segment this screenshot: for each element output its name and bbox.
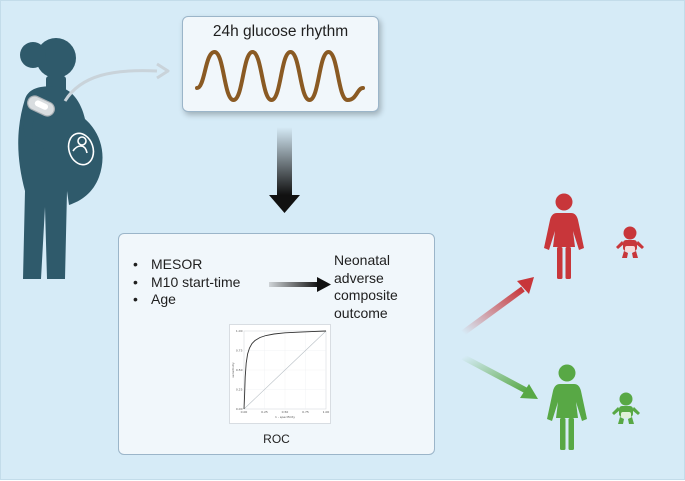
roc-diagonal [243,330,327,410]
predictor-item: Age [133,291,240,309]
y-tick: 0.00 [236,407,243,411]
outcome-line: Neonatal [334,252,391,268]
predictor-item: M10 start-time [133,274,240,292]
glucose-rhythm-box: 24h glucose rhythm [182,16,379,112]
predictor-item: MESOR [133,256,240,274]
predictor-list: MESOR M10 start-time Age [133,256,240,309]
high-risk-arrow [461,286,525,336]
model-box: MESOR M10 start-time Age Neonatal advers… [118,233,435,455]
y-tick: 0.25 [236,388,243,392]
roc-curve [243,330,327,410]
y-axis-label: sensitivity [231,362,235,378]
sensor-to-rhythm-arrow [63,69,158,102]
outcome-line: outcome [334,304,388,321]
low-risk-arrow [461,354,529,394]
x-tick: 0.25 [261,410,268,414]
roc-label: ROC [263,432,290,446]
outcome-line: adverse [334,269,384,286]
y-tick: 0.50 [236,368,243,372]
y-tick: 1.00 [236,329,243,333]
predictor-to-outcome-arrow [269,277,331,292]
outcome-line: composite [334,287,398,303]
x-tick: 0.75 [302,410,309,414]
glucose-rhythm-title: 24h glucose rhythm [212,23,349,40]
glucose-wave-icon [195,49,365,103]
roc-plot: 0.00 0.25 0.50 0.75 1.00 1 - specificity… [229,324,331,424]
y-tick: 0.75 [236,349,243,353]
x-tick: 0.50 [282,410,289,414]
x-tick: 0.00 [241,410,248,414]
x-tick: 1.00 [323,410,330,414]
outcome-label: Neonatal adverse composite outcome [334,252,434,322]
x-axis-label: 1 - specificity [275,415,295,419]
